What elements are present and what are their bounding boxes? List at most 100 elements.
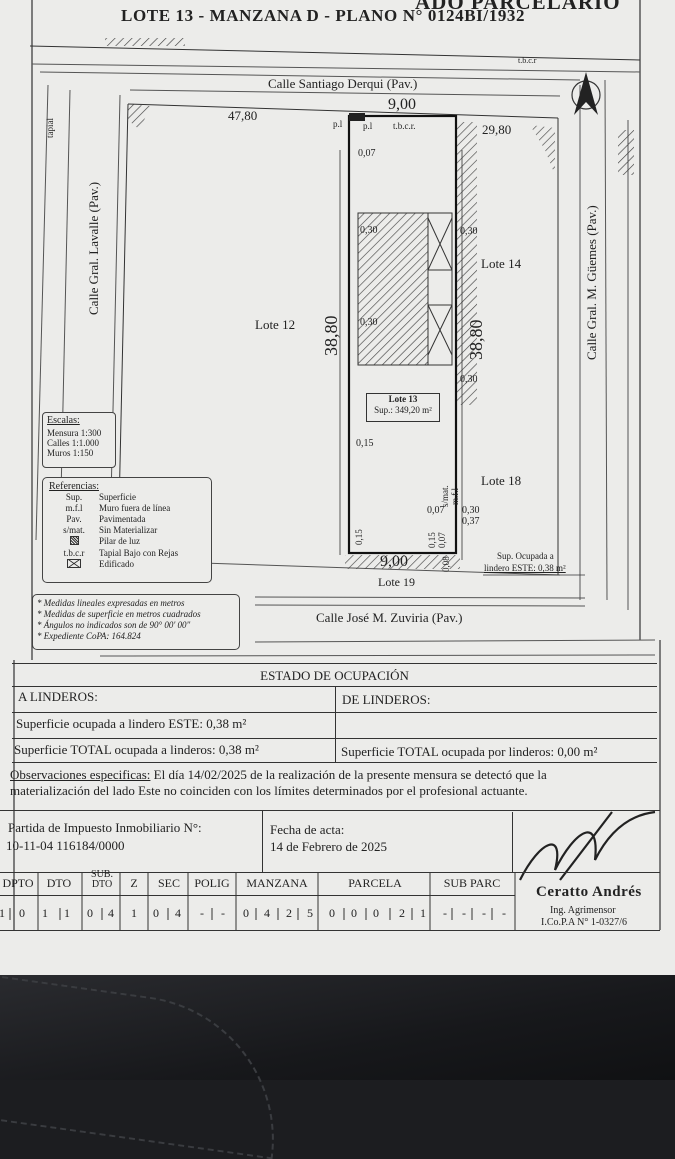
lote-12-label: Lote 12 — [255, 317, 296, 332]
north-arrow-icon — [571, 72, 601, 115]
signer-license: I.Co.P.A N° 1-0327/6 — [541, 917, 627, 928]
scales-title: Escalas: — [47, 415, 80, 426]
header-parcela: PARCELA — [348, 876, 402, 890]
cadastral-digit: 1 — [64, 906, 70, 920]
reference-item: s/mat.Sin Materializar — [63, 525, 158, 535]
cadastral-digit: - — [482, 906, 486, 920]
cadastral-digit: 1 — [42, 906, 48, 920]
cadastral-digit: 4 — [264, 906, 270, 920]
header-dpto: DPTO — [2, 876, 34, 890]
observations-line-2: materialización del lado Este no coincid… — [10, 783, 528, 798]
reference-item: Edificado — [49, 559, 205, 571]
partida-label: Partida de Impuesto Inmobiliario N°: — [8, 820, 202, 835]
fecha-label: Fecha de acta: — [270, 822, 345, 837]
cadastral-digit: 0 — [19, 906, 25, 920]
header-sub-dto: SUB. DTO — [91, 869, 113, 890]
pl-label-2: p.l — [363, 121, 373, 131]
page-title: LOTE 13 - MANZANA D - PLANO N° 0124BI/19… — [121, 6, 526, 25]
dim-0-30-d: 0,30 — [460, 374, 478, 385]
dim-29-80: 29,80 — [482, 122, 512, 137]
cadastral-digit: 4 — [108, 906, 114, 920]
a-linderos-label: A LINDEROS: — [18, 689, 98, 704]
signer-name: Ceratto Andrés — [536, 884, 642, 900]
dim-9-00-top: 9,00 — [388, 96, 416, 113]
lote-19-label: Lote 19 — [378, 575, 415, 589]
occupation-title: ESTADO DE OCUPACIÓN — [260, 668, 409, 683]
lote-18-label: Lote 18 — [481, 473, 522, 488]
references-title: Referencias: — [49, 481, 99, 492]
scales-box: Escalas: Mensura 1:300 Calles 1:1.000 Mu… — [42, 412, 116, 468]
cadastral-digit: - — [443, 906, 447, 920]
occupation-table: ESTADO DE OCUPACIÓN A LINDEROS: DE LINDE… — [12, 663, 657, 764]
signature-image — [519, 810, 656, 881]
header-partial-title: ADO PARCELARIO — [415, 0, 621, 14]
reference-item: Sup.Superficie — [65, 492, 136, 502]
tbcr-mid-label: t.b.c.r. — [393, 121, 416, 131]
header-polig: POLIG — [194, 876, 230, 890]
cadastral-digit: 1 — [0, 906, 5, 920]
header-dto: DTO — [46, 876, 72, 890]
dim-0-30-e: 0,30 — [462, 505, 480, 516]
pilar-icon — [69, 536, 79, 545]
cadastral-digit: 0 — [351, 906, 357, 920]
dim-9-00-bottom: 9,00 — [380, 553, 408, 570]
cadastral-separators — [9, 873, 516, 930]
dim-0-07-b: 0,07 — [427, 505, 445, 516]
car-seat-background — [0, 974, 675, 1159]
scale-calles: Calles 1:1.000 — [47, 438, 99, 448]
cadastral-digit: - — [502, 906, 506, 920]
cadastral-digit: 0 — [329, 906, 335, 920]
cadastral-digit: - — [462, 906, 466, 920]
observations: Observaciones especificas: El día 14/02/… — [10, 767, 658, 799]
note-line: * Expediente CoPA: 164.824 — [37, 631, 141, 641]
cadastral-digit: 2 — [399, 906, 405, 920]
reference-item: Pav.Pavimentada — [66, 514, 146, 524]
header-manzana: MANZANA — [246, 876, 308, 890]
edificado-icon — [67, 559, 81, 568]
observations-line-1: Observaciones especificas: El día 14/02/… — [10, 767, 547, 782]
lote13-title: Lote 13 — [388, 394, 418, 404]
lote13-area: Sup.: 349,20 m² — [374, 405, 432, 415]
note-line: * Ángulos no indicados son de 90° 00' 00… — [37, 620, 191, 630]
cadastral-digit: - — [221, 906, 225, 920]
pl-label-1: p.l — [333, 119, 343, 129]
note-line: * Medidas lineales expresadas en metros — [37, 598, 185, 608]
cadastral-digit: 4 — [175, 906, 181, 920]
dim-0-07-top: 0,07 — [358, 148, 376, 159]
dim-0-37: 0,37 — [462, 516, 480, 527]
plan-drawing — [13, 0, 661, 930]
de-linderos-label: DE LINDEROS: — [342, 692, 431, 707]
signer-title: Ing. Agrimensor — [550, 905, 616, 916]
header-sub-parc: SUB PARC — [443, 876, 501, 890]
dim-0-30-b: 0,30 — [460, 226, 478, 237]
sup-ocupada-label-1: Sup. Ocupada a — [497, 551, 554, 561]
cadastral-digit: 0 — [153, 906, 159, 920]
note-line: * Medidas de superficie en metros cuadra… — [37, 609, 201, 619]
dim-0-30-a: 0,30 — [360, 225, 378, 236]
lote-14-label: Lote 14 — [481, 256, 522, 271]
cadastral-digit: 0 — [373, 906, 379, 920]
cadastral-digit: 5 — [307, 906, 313, 920]
dim-0-15: 0,15 — [356, 438, 374, 449]
header-z: Z — [130, 876, 138, 890]
document-page: ADO PARCELARIO LOTE 13 - MANZANA D - PLA… — [0, 0, 675, 975]
header-sec: SEC — [157, 876, 180, 890]
cadastral-digit: 0 — [243, 906, 249, 920]
cadastral-digit: 2 — [286, 906, 292, 920]
scale-muros: Muros 1:150 — [47, 448, 94, 458]
dim-47-80: 47,80 — [228, 108, 258, 123]
lote13-label-box: Lote 13 Sup.: 349,20 m² — [366, 393, 440, 422]
cadastral-digit: 1 — [420, 906, 426, 920]
tbcr-top-label: t.b.c.r — [518, 56, 537, 65]
cadastral-digit: 1 — [131, 906, 137, 920]
partida-value: 10-11-04 116184/0000 — [6, 838, 125, 853]
fecha-value: 14 de Febrero de 2025 — [270, 839, 387, 854]
street-north-label: Calle Santiago Derqui (Pav.) — [268, 76, 418, 91]
sup-total-de-value: Superficie TOTAL ocupada por linderos: 0… — [341, 744, 598, 759]
notes-box: * Medidas lineales expresadas en metros … — [32, 594, 240, 650]
sup-este-value: Superficie ocupada a lindero ESTE: 0,38 … — [16, 716, 247, 731]
sup-ocupada-label-2: lindero ESTE: 0,38 m² — [484, 563, 566, 573]
